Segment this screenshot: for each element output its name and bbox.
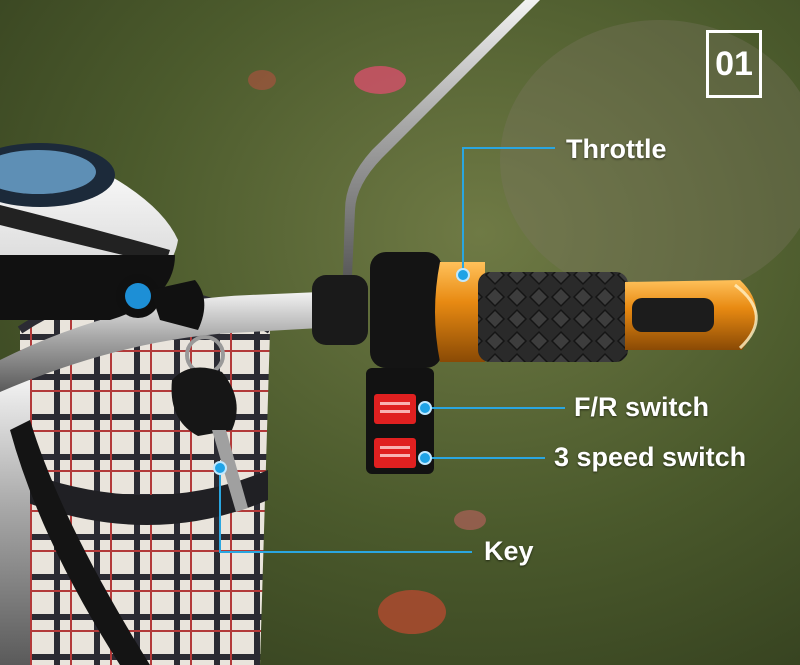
- throttle-marker: [456, 268, 470, 282]
- key-marker: [213, 461, 227, 475]
- fr-switch-label: F/R switch: [574, 392, 710, 422]
- throttle-label: Throttle: [566, 134, 667, 164]
- speed-switch-label: 3 speed switch: [554, 442, 747, 472]
- key-label: Key: [484, 536, 534, 566]
- step-number-badge: 01: [706, 30, 762, 98]
- callout-lines: [219, 147, 565, 553]
- speed-switch-marker: [418, 451, 432, 465]
- fr-switch-marker: [418, 401, 432, 415]
